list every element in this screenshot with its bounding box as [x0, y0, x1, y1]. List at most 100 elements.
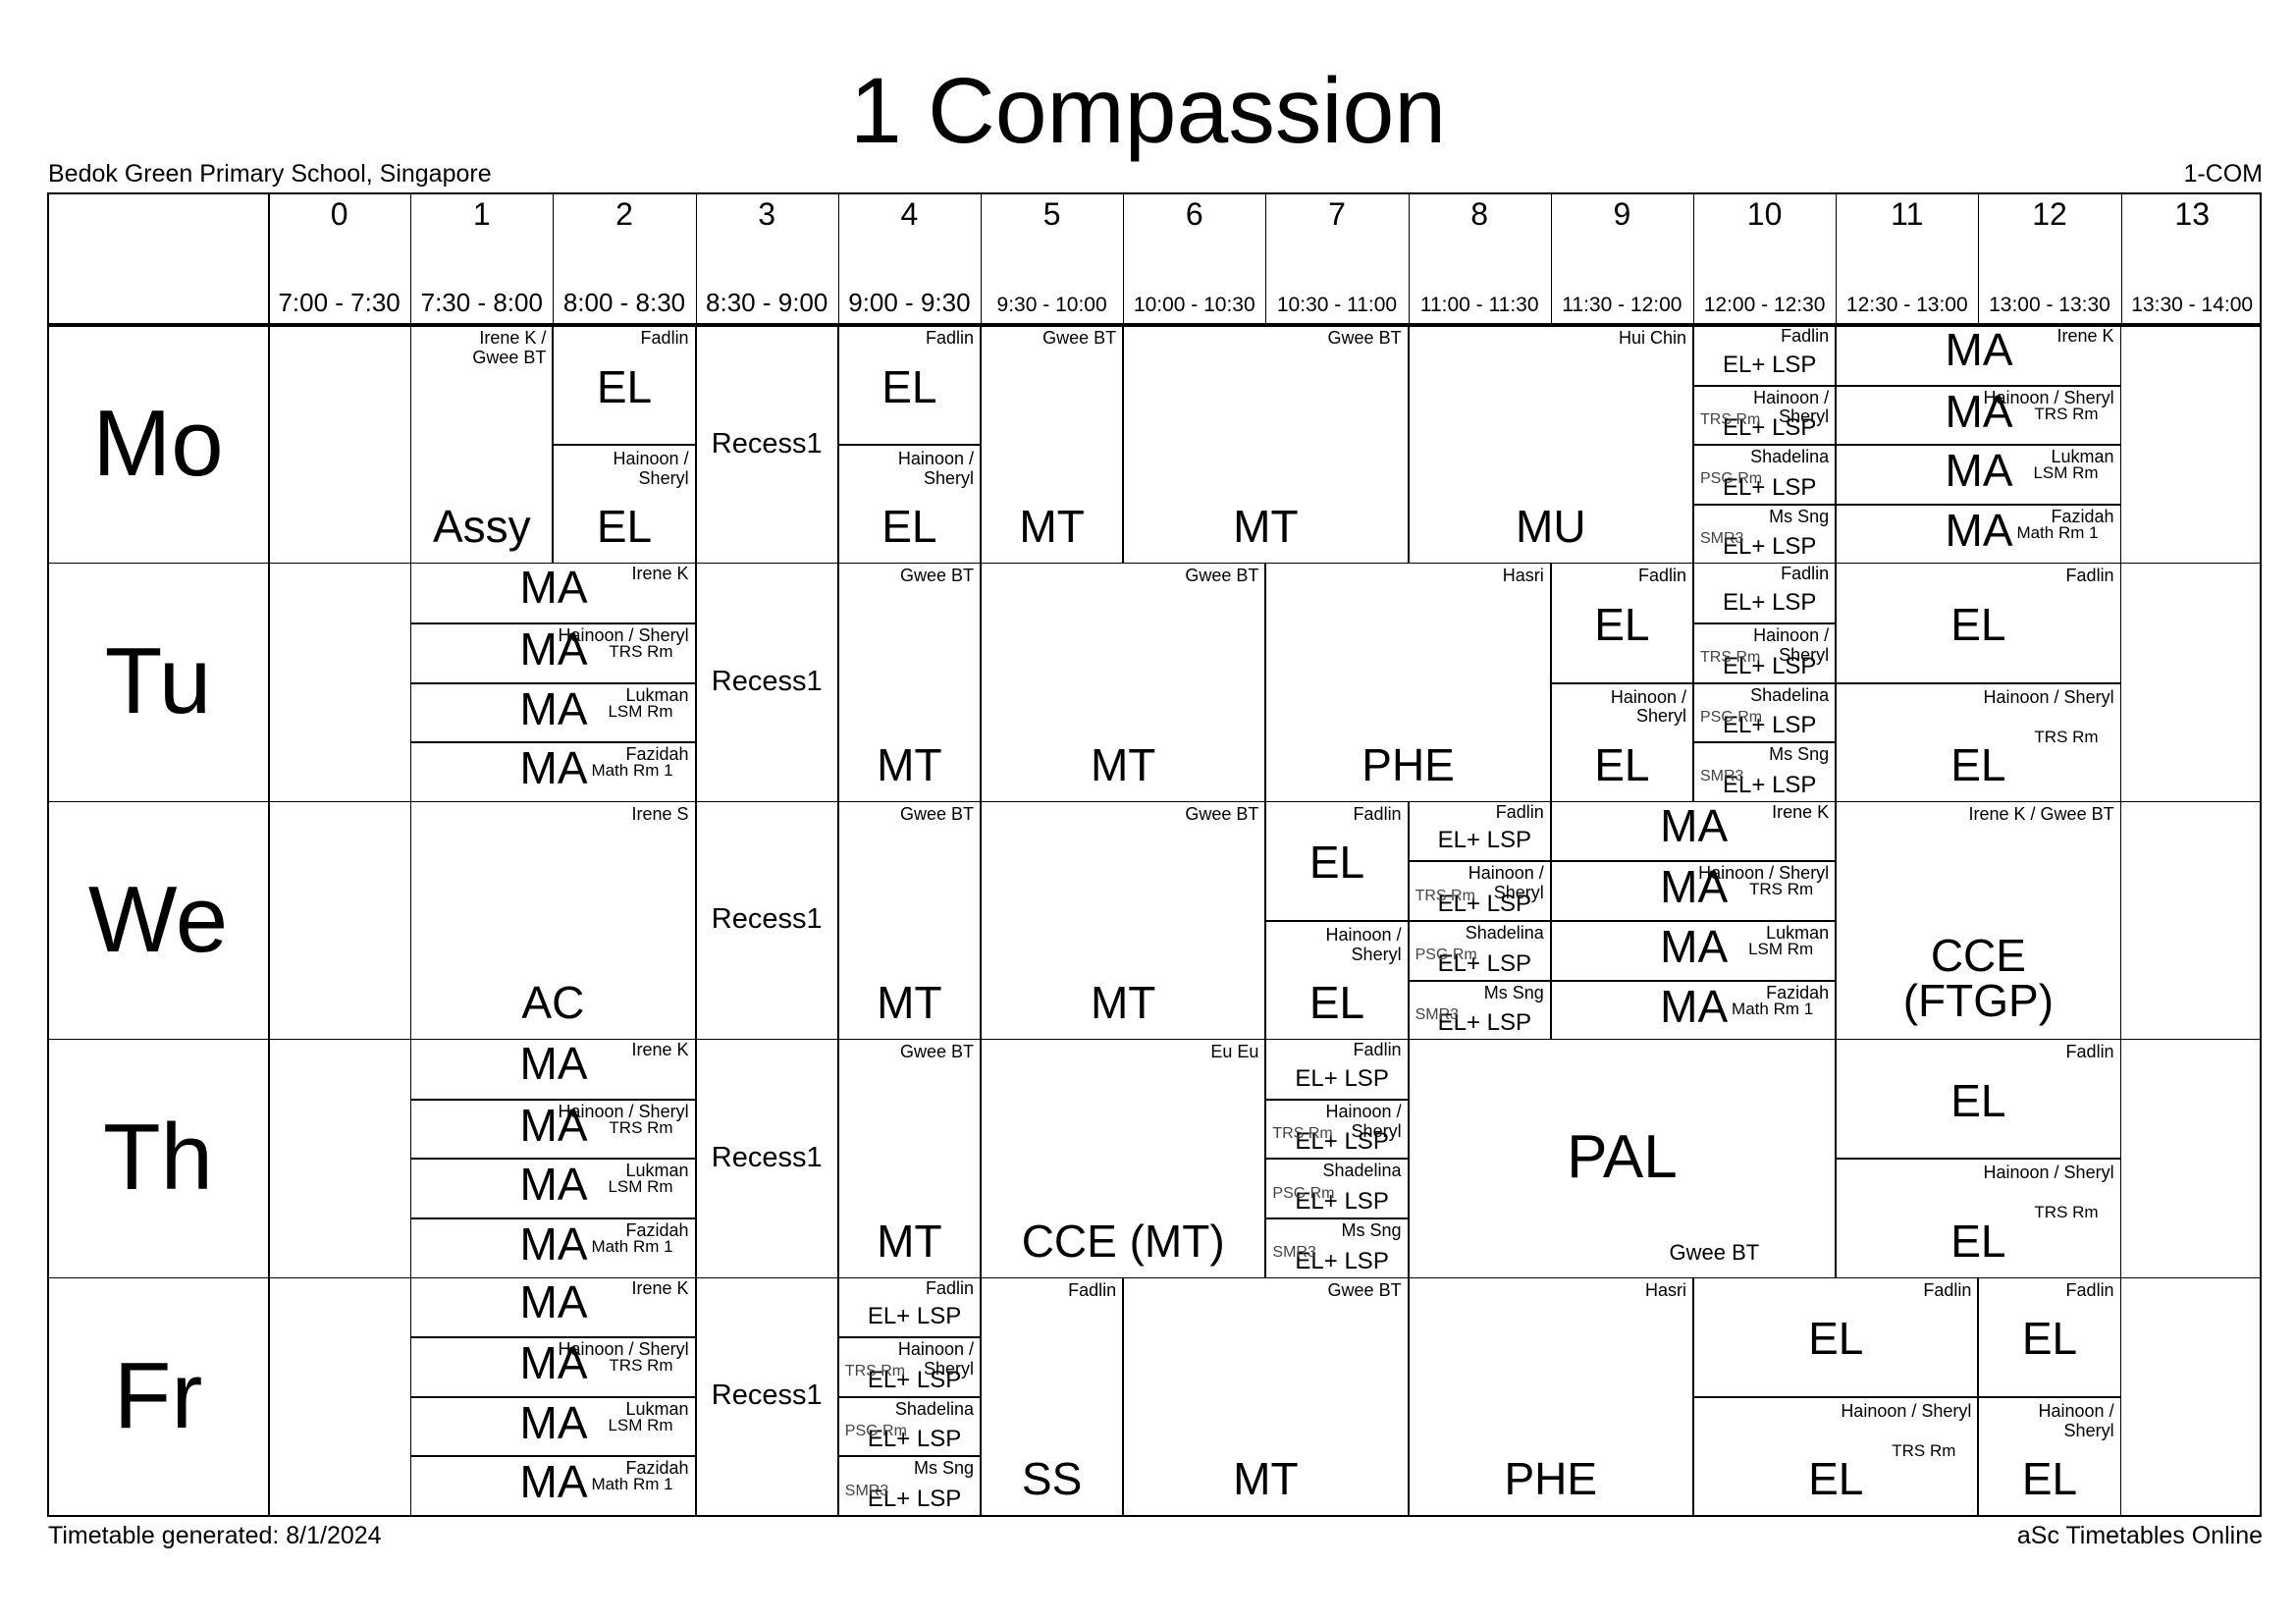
lesson-subject: EL+ LSP — [867, 1426, 962, 1453]
period-time: 9:00 - 9:30 — [848, 288, 971, 317]
lesson-cell[interactable]: Recess1 — [695, 800, 838, 1040]
period-time: 10:00 - 10:30 — [1133, 294, 1255, 316]
lesson-cell[interactable]: Recess1 — [695, 325, 838, 564]
lesson-cell[interactable]: CCE (MT)Eu Eu — [981, 1039, 1266, 1277]
lesson-cell[interactable]: Recess1 — [695, 1276, 838, 1515]
day-column-divider — [268, 192, 270, 1515]
lesson-subject: MT — [1090, 977, 1156, 1029]
lesson-teacher: Ms Sng — [1483, 982, 1544, 1002]
lesson-teacher: Hainoon / Sheryl — [613, 449, 689, 488]
lesson-cell[interactable]: Recess1 — [695, 1039, 838, 1277]
lesson-subject: CCE (MT) — [1021, 1215, 1225, 1267]
lesson-cell[interactable]: Recess1 — [695, 563, 838, 801]
lesson-cell[interactable]: CCE (FTGP)Irene K / Gwee BT — [1836, 800, 2121, 1040]
period-header-divider — [1265, 192, 1267, 325]
day-divider — [47, 1039, 2262, 1041]
lesson-subject: Recess1 — [711, 427, 823, 460]
software-brand: aSc Timetables Online — [2016, 1522, 2263, 1549]
lesson-subject: PAL — [1567, 1123, 1678, 1192]
lesson-room: TRS Rm — [1892, 1440, 1956, 1460]
lesson-teacher: Gwee BT — [899, 803, 974, 824]
lesson-room: TRS Rm — [609, 1117, 673, 1137]
lesson-teacher: Fadlin — [2065, 566, 2114, 586]
lesson-teacher: Gwee BT — [1042, 328, 1117, 348]
lesson-room: TRS Rm — [1272, 1125, 1333, 1143]
lesson-teacher: Hainoon / Sheryl — [897, 1339, 974, 1379]
lesson-teacher: Ms Sng — [1341, 1220, 1402, 1240]
period-number: 0 — [330, 196, 348, 232]
